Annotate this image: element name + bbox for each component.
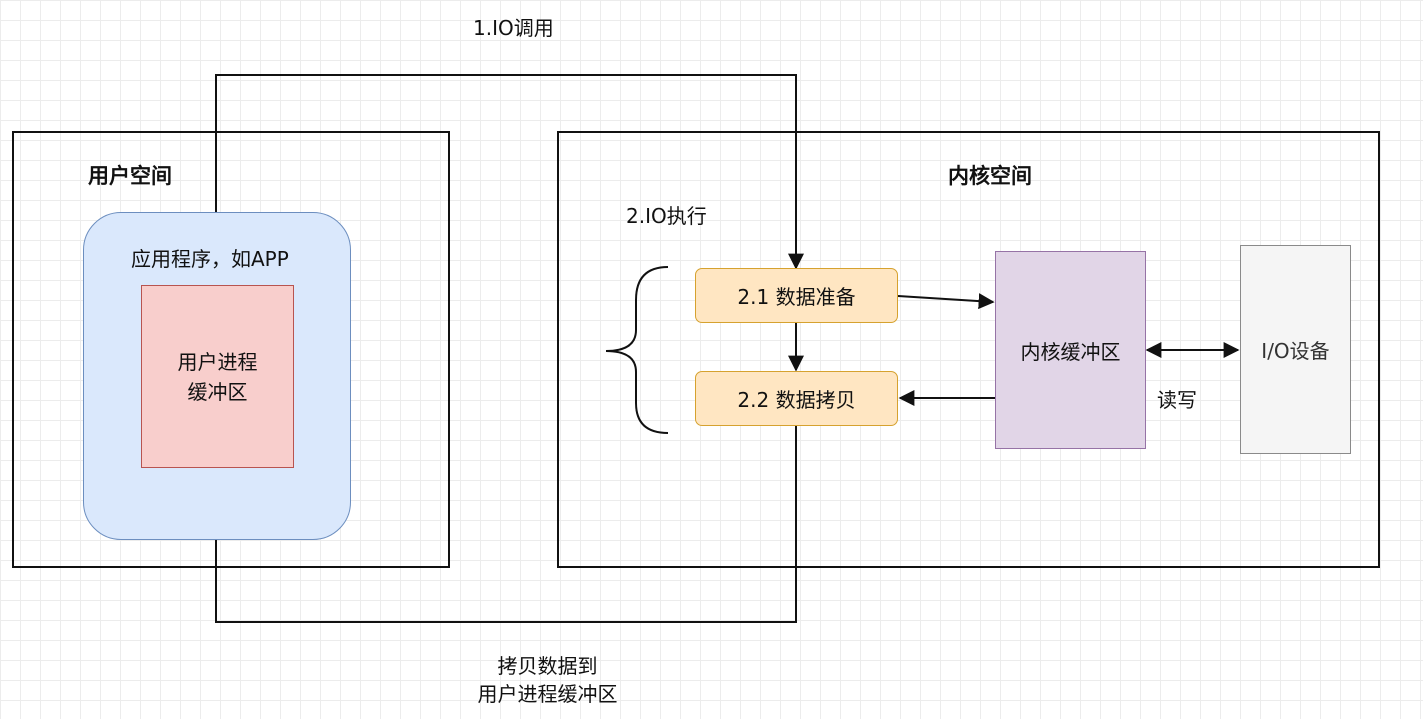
user-space-title: 用户空间 (88, 164, 172, 188)
copy-to-user-arrow (208, 425, 797, 623)
copy-label: 拷贝数据到 用户进程缓冲区 (440, 652, 655, 708)
kernel-space-frame (557, 131, 1380, 568)
kernel-buffer: 内核缓冲区 (995, 251, 1146, 449)
prepare-to-kernel-buffer-arrow (897, 293, 995, 310)
user-buffer-line2: 缓冲区 (187, 379, 248, 404)
brace (605, 266, 669, 434)
user-buffer-line1: 用户进程 (177, 349, 258, 374)
copy-label-line1: 拷贝数据到 (497, 654, 598, 678)
user-space-frame (12, 131, 450, 568)
user-process-buffer: 用户进程 缓冲区 (141, 285, 294, 468)
read-write-label: 读写 (1157, 388, 1197, 412)
step-data-prepare: 2.1 数据准备 (695, 268, 898, 323)
step-data-copy: 2.2 数据拷贝 (695, 371, 898, 426)
io-call-arrow (215, 74, 804, 270)
application-label: 应用程序，如APP (131, 247, 289, 271)
io-call-label: 1.IO调用 (473, 16, 554, 40)
kernel-space-title: 内核空间 (948, 164, 1032, 188)
copy-label-line2: 用户进程缓冲区 (477, 682, 618, 706)
io-exec-label: 2.IO执行 (626, 204, 707, 228)
io-device: I/O设备 (1240, 245, 1351, 454)
